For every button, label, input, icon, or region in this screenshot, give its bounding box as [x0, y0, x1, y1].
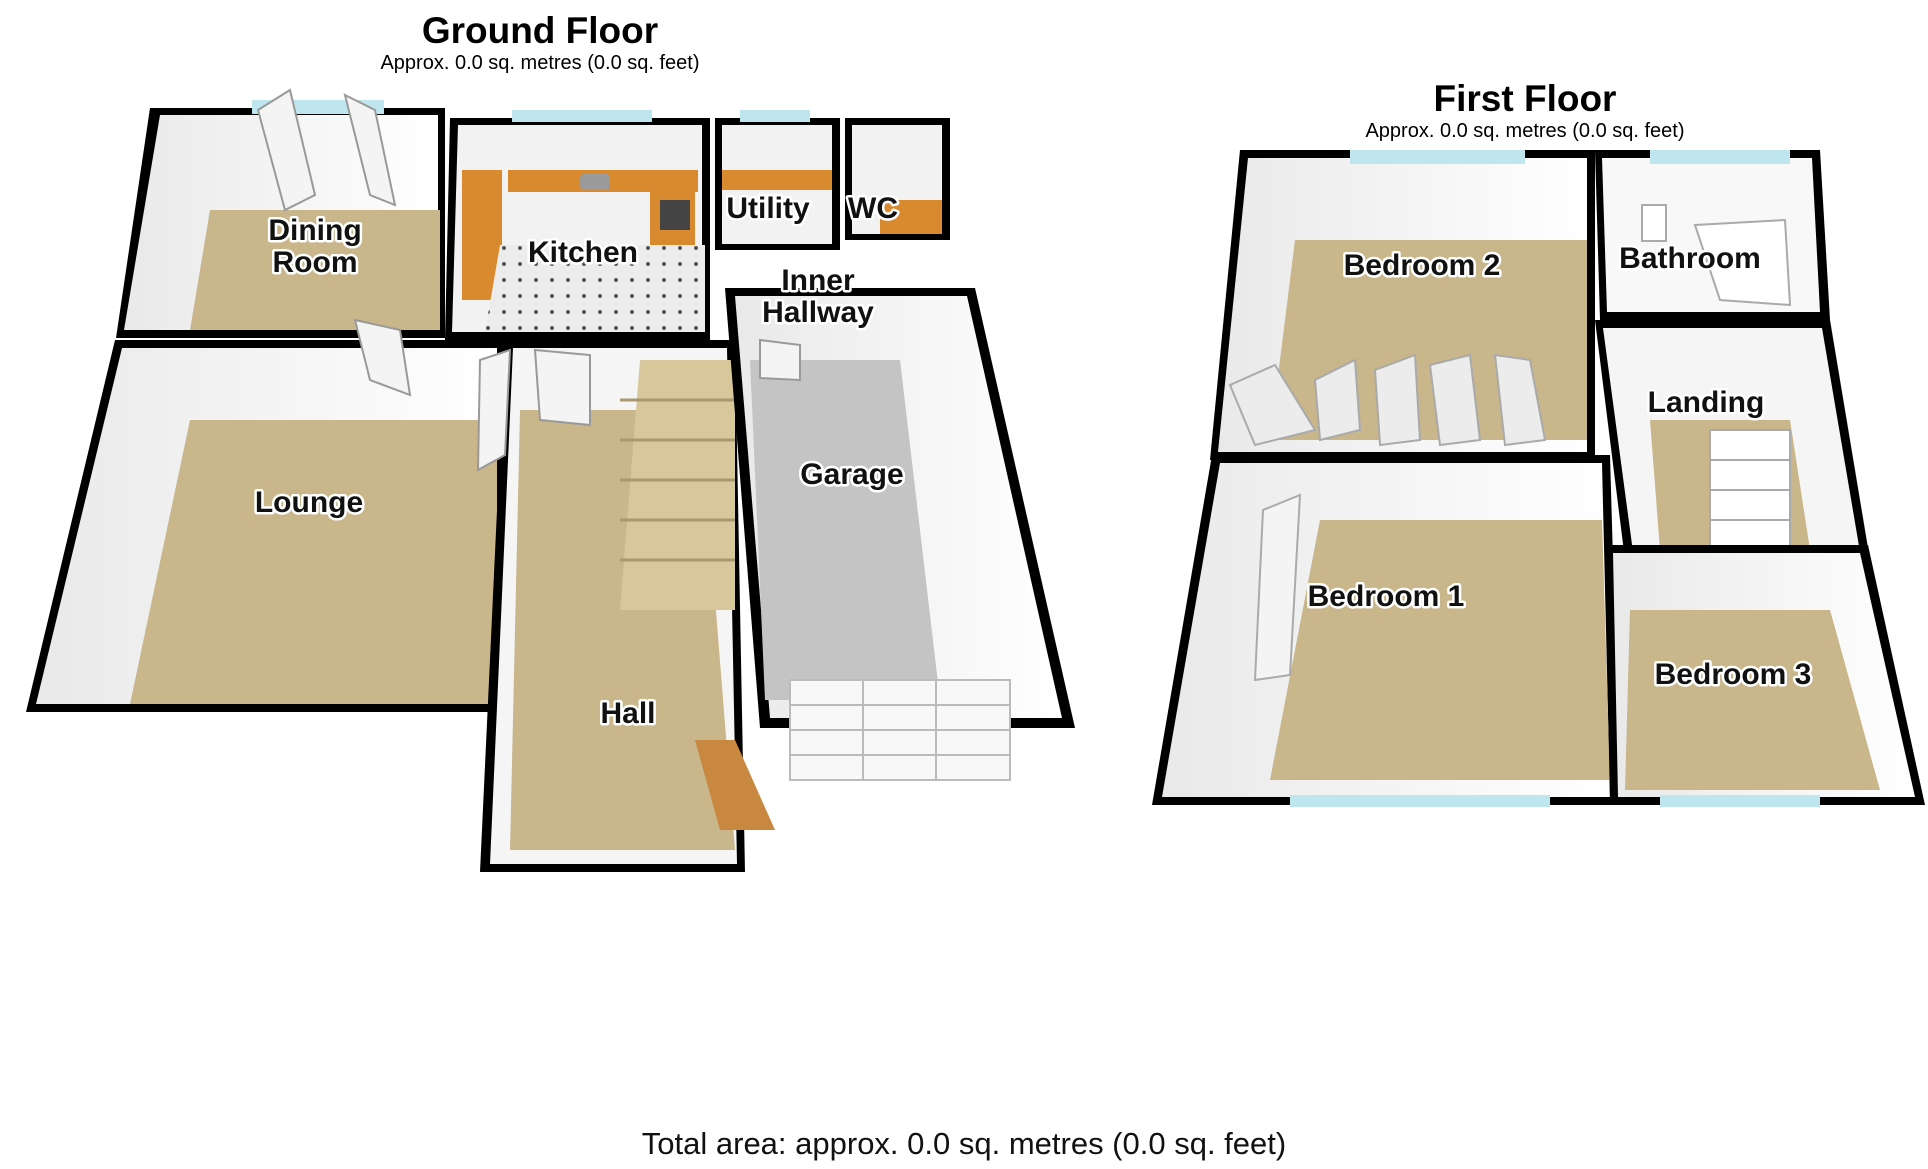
- ground-floor-heading: Ground Floor Approx. 0.0 sq. metres (0.0…: [340, 10, 740, 74]
- kitchen-area: [445, 110, 710, 340]
- bathroom-area: [1595, 150, 1830, 320]
- landing-area: [1595, 320, 1870, 560]
- wc-area: [845, 118, 950, 240]
- staircase: [620, 360, 735, 610]
- landing-staircase: [1709, 429, 1791, 551]
- bedroom-1-area: [1152, 455, 1620, 807]
- inner-hallway-label-line2: Hallway: [762, 296, 874, 329]
- first-floor-plan: Bedroom 2 Bathroom Landing Bedroom 1 Bed…: [1152, 150, 1925, 807]
- first-floor-title: First Floor: [1433, 78, 1617, 119]
- ground-floor-area: Approx. 0.0 sq. metres (0.0 sq. feet): [380, 52, 700, 74]
- wardrobes: [1228, 353, 1547, 447]
- utility-area: [715, 110, 840, 250]
- first-floor-heading: First Floor Approx. 0.0 sq. metres (0.0 …: [1325, 78, 1725, 142]
- utility-label: Utility: [726, 192, 810, 225]
- bathroom-label: Bathroom: [1619, 242, 1761, 275]
- patio-doors: [256, 88, 397, 212]
- bedroom-1-label: Bedroom 1: [1308, 580, 1465, 613]
- bedroom-2-area: [1210, 150, 1595, 460]
- wc-label: WC: [848, 192, 898, 225]
- internal-doors: [353, 318, 801, 472]
- hall-label: Hall: [600, 697, 655, 730]
- first-floor-area: Approx. 0.0 sq. metres (0.0 sq. feet): [1365, 120, 1685, 142]
- ground-floor-title: Ground Floor: [421, 10, 659, 51]
- landing-label: Landing: [1648, 386, 1765, 419]
- lounge-area: [26, 340, 505, 712]
- garage-label: Garage: [800, 458, 903, 491]
- bedroom-3-area: [1605, 545, 1925, 807]
- hall-area: [480, 340, 775, 872]
- ground-floor-plan: Dining Room Kitchen Utility WC Inner Hal…: [26, 88, 1075, 872]
- inner-hallway-label-line1: Inner: [781, 264, 855, 297]
- total-area: Total area: approx. 0.0 sq. metres (0.0 …: [641, 1126, 1287, 1161]
- lounge-label: Lounge: [255, 486, 363, 519]
- kitchen-label: Kitchen: [528, 236, 638, 269]
- garage-area: [725, 288, 1075, 781]
- bedroom-2-label: Bedroom 2: [1344, 249, 1501, 282]
- dining-room-label-line1: Dining: [268, 214, 361, 247]
- bedroom-3-label: Bedroom 3: [1655, 658, 1812, 691]
- dining-room-label-line2: Room: [273, 246, 358, 279]
- garage-door: [789, 679, 1011, 781]
